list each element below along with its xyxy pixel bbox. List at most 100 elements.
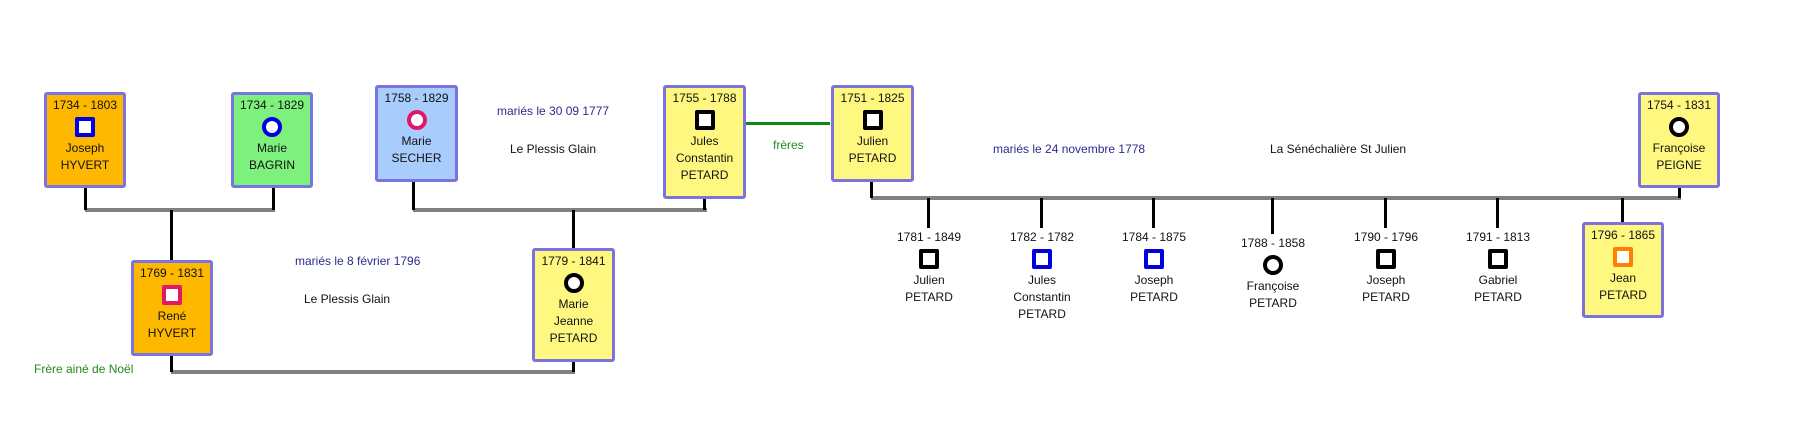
link-rene-hyvert — [170, 210, 173, 262]
male-icon — [1488, 249, 1508, 269]
person-first-name: Jean — [1609, 271, 1637, 285]
link-jules-constantin — [703, 197, 706, 210]
siblings-label: frères — [773, 138, 804, 152]
male-icon — [694, 110, 715, 130]
person-dates: 1781 - 1849 — [896, 230, 962, 244]
person-middle-name: Constantin — [675, 151, 734, 165]
person-last-name: HYVERT — [147, 326, 197, 340]
person-dates: 1784 - 1875 — [1121, 230, 1187, 244]
person-dates: 1734 - 1829 — [239, 98, 305, 112]
person-last-name: HYVERT — [60, 158, 110, 172]
link-marie-bagrin — [272, 186, 275, 210]
person-first-name: Marie — [558, 297, 589, 311]
person-first-name: Jules — [1027, 273, 1056, 287]
child-5[interactable]: 1790 - 1796 Joseph PETARD — [1345, 229, 1427, 306]
person-first-name: Julien — [913, 273, 945, 287]
person-jean-petard[interactable]: 1796 - 1865 Jean PETARD — [1582, 222, 1664, 318]
marriage-date-1796: mariés le 8 février 1796 — [295, 254, 421, 268]
person-joseph-hyvert[interactable]: 1734 - 1803 Joseph HYVERT — [44, 92, 126, 188]
person-first-name: Gabriel — [1478, 273, 1518, 287]
couple-line-secher-petard — [413, 208, 707, 212]
person-first-name: Joseph — [65, 141, 105, 155]
male-icon — [1376, 249, 1396, 269]
person-dates: 1790 - 1796 — [1353, 230, 1419, 244]
marriage-date-1777: mariés le 30 09 1777 — [497, 104, 610, 118]
marriage-place-1777: Le Plessis Glain — [510, 142, 597, 156]
person-dates: 1754 - 1831 — [1646, 98, 1712, 112]
marriage-date-1778: mariés le 24 novembre 1778 — [993, 142, 1146, 156]
person-marie-jeanne-petard[interactable]: 1779 - 1841 Marie Jeanne PETARD — [532, 248, 615, 362]
person-dates: 1779 - 1841 — [541, 254, 606, 268]
couple-line-rene-marie-jeanne — [171, 370, 575, 374]
person-middle-name: Constantin — [1013, 290, 1071, 304]
person-first-name: Julien — [856, 134, 889, 148]
person-first-name: Françoise — [1246, 279, 1300, 293]
person-first-name: Marie — [256, 141, 287, 155]
couple-line-hyvert-bagrin — [85, 208, 275, 212]
person-last-name: SECHER — [391, 151, 442, 165]
link-rene-bottom — [170, 354, 173, 372]
person-first-name: Jules — [690, 134, 719, 148]
person-last-name: PETARD — [1130, 290, 1178, 304]
person-marie-bagrin[interactable]: 1734 - 1829 Marie BAGRIN — [231, 92, 313, 188]
female-icon — [1669, 117, 1689, 137]
marriage-place-1796: Le Plessis Glain — [304, 292, 391, 306]
link-joseph-hyvert — [84, 186, 87, 210]
link-child-3 — [1152, 198, 1155, 228]
male-icon — [1144, 249, 1164, 269]
person-jules-constantin-petard[interactable]: 1755 - 1788 Jules Constantin PETARD — [663, 85, 746, 199]
person-dates: 1769 - 1831 — [139, 266, 205, 280]
person-last-name: PETARD — [1599, 288, 1647, 302]
link-child-5 — [1384, 198, 1387, 228]
person-julien-petard[interactable]: 1751 - 1825 Julien PETARD — [831, 85, 914, 182]
link-jean-petard — [1621, 198, 1624, 222]
couple-line-julien-peigne — [871, 196, 1681, 200]
person-dates: 1791 - 1813 — [1465, 230, 1531, 244]
link-child-4 — [1271, 198, 1274, 234]
male-icon — [862, 110, 883, 130]
marriage-place-1778: La Sénéchalière St Julien — [1270, 142, 1407, 156]
person-last-name: PETARD — [549, 331, 598, 345]
person-dates: 1734 - 1803 — [52, 98, 118, 112]
person-dates: 1751 - 1825 — [840, 91, 905, 105]
person-first-name: René — [157, 309, 187, 323]
male-icon — [1032, 249, 1052, 269]
child-6[interactable]: 1791 - 1813 Gabriel PETARD — [1457, 229, 1539, 306]
male-icon — [75, 117, 95, 137]
female-icon — [1263, 255, 1283, 275]
person-dates: 1758 - 1829 — [384, 91, 449, 105]
person-first-name: Françoise — [1652, 141, 1706, 155]
person-first-name: Marie — [401, 134, 432, 148]
person-francoise-peigne[interactable]: 1754 - 1831 Françoise PEIGNE — [1638, 92, 1720, 188]
link-marie-jeanne — [572, 210, 575, 248]
child-4[interactable]: 1788 - 1858 Françoise PETARD — [1232, 235, 1314, 312]
person-dates: 1782 - 1782 — [1009, 230, 1075, 244]
person-last-name: BAGRIN — [248, 158, 295, 172]
person-dates: 1755 - 1788 — [672, 91, 737, 105]
female-icon — [262, 117, 282, 137]
person-last-name: PETARD — [1249, 296, 1297, 310]
person-rene-hyvert[interactable]: 1769 - 1831 René HYVERT — [131, 260, 213, 356]
child-3[interactable]: 1784 - 1875 Joseph PETARD — [1113, 229, 1195, 306]
siblings-line — [744, 122, 830, 125]
person-dates: 1796 - 1865 — [1590, 228, 1656, 242]
person-last-name: PETARD — [1362, 290, 1410, 304]
person-last-name: PETARD — [848, 151, 897, 165]
person-last-name: PETARD — [680, 168, 729, 182]
person-middle-name: Jeanne — [553, 314, 594, 328]
female-icon — [406, 110, 427, 130]
person-first-name: Joseph — [1366, 273, 1406, 287]
male-icon — [919, 249, 939, 269]
link-marie-secher — [412, 180, 415, 210]
person-first-name: Joseph — [1134, 273, 1174, 287]
male-icon — [162, 285, 182, 305]
male-icon — [1613, 247, 1633, 267]
child-2[interactable]: 1782 - 1782 Jules Constantin PETARD — [1001, 229, 1083, 323]
link-julien-petard — [870, 182, 873, 198]
person-marie-secher[interactable]: 1758 - 1829 Marie SECHER — [375, 85, 458, 182]
person-last-name: PETARD — [1474, 290, 1522, 304]
note-rene: Frère ainé de Noël — [34, 362, 134, 376]
person-last-name: PETARD — [1018, 307, 1066, 321]
link-francoise-peigne — [1678, 186, 1681, 198]
child-1[interactable]: 1781 - 1849 Julien PETARD — [888, 229, 970, 306]
